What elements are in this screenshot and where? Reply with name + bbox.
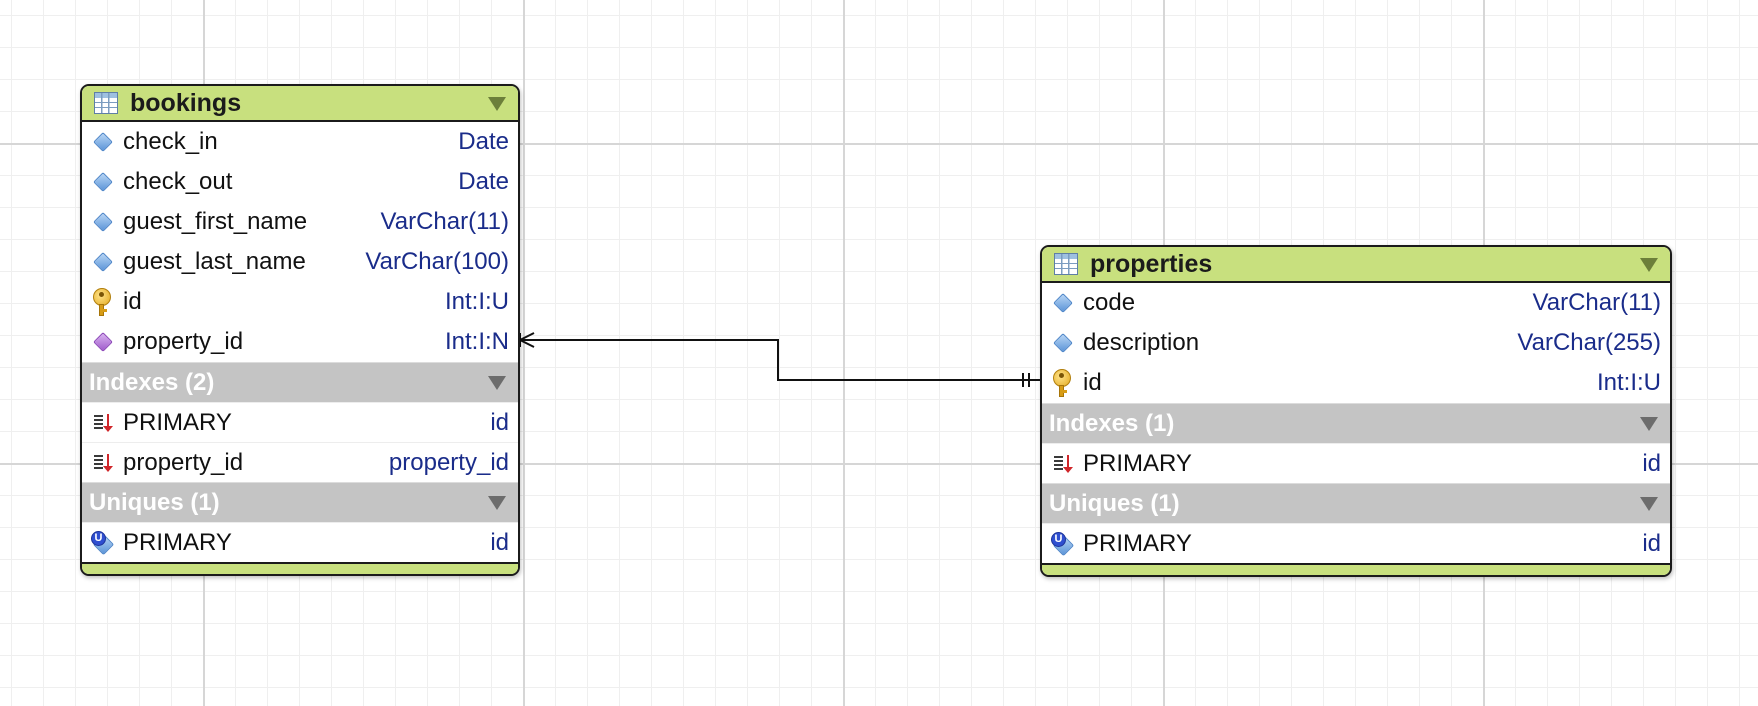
column-name: id [1083, 369, 1102, 396]
collapse-triangle-icon[interactable] [488, 376, 506, 390]
table-properties[interactable]: properties code VarChar(11) description … [1040, 245, 1672, 577]
relationship-line [518, 339, 1040, 381]
column-diamond-icon [1043, 293, 1083, 313]
column-diamond-icon [83, 252, 123, 272]
column-name: id [123, 288, 142, 315]
unique-name: PRIMARY [123, 528, 232, 556]
index-icon [1043, 454, 1083, 474]
uniques-section-header[interactable]: Uniques (1) [82, 482, 518, 522]
column-type: Int:I:U [444, 288, 509, 315]
column-name: code [1083, 289, 1136, 316]
one-mandatory-marker [1022, 373, 1030, 387]
table-footer [82, 562, 518, 574]
index-column: id [490, 408, 509, 436]
table-icon [94, 92, 118, 114]
column-row[interactable]: check_in Date [82, 122, 518, 162]
column-diamond-icon [83, 212, 123, 232]
primary-key-icon [83, 288, 123, 316]
table-title: bookings [130, 88, 242, 117]
index-column: id [1642, 449, 1661, 477]
section-label: Uniques (1) [89, 488, 220, 516]
crows-foot-many-marker [519, 332, 535, 348]
column-row[interactable]: id Int:I:U [1042, 363, 1670, 403]
unique-column: id [490, 528, 509, 556]
indexes-section-header[interactable]: Indexes (2) [82, 362, 518, 402]
table-header[interactable]: bookings [82, 86, 518, 122]
section-label: Indexes (1) [1049, 409, 1175, 437]
collapse-triangle-icon[interactable] [1640, 258, 1658, 272]
section-label: Indexes (2) [89, 368, 215, 396]
index-icon [83, 413, 123, 433]
index-row[interactable]: PRIMARY id [82, 402, 518, 442]
column-type: VarChar(255) [1517, 329, 1661, 356]
column-diamond-icon [83, 172, 123, 192]
unique-icon: U [1043, 531, 1083, 556]
column-row[interactable]: id Int:I:U [82, 282, 518, 322]
unique-icon: U [83, 530, 123, 555]
index-row[interactable]: PRIMARY id [1042, 443, 1670, 483]
column-type: VarChar(11) [380, 208, 509, 235]
index-column: property_id [388, 448, 509, 476]
column-name: description [1083, 329, 1200, 356]
index-row[interactable]: property_id property_id [82, 442, 518, 482]
column-diamond-icon [83, 132, 123, 152]
collapse-triangle-icon[interactable] [488, 97, 506, 111]
index-name: PRIMARY [123, 408, 232, 436]
index-icon [83, 453, 123, 473]
uniques-section-header[interactable]: Uniques (1) [1042, 483, 1670, 523]
index-name: property_id [123, 448, 244, 476]
column-row[interactable]: check_out Date [82, 162, 518, 202]
foreign-key-diamond-icon [83, 332, 123, 352]
column-row[interactable]: property_id Int:I:N [82, 322, 518, 362]
column-type: VarChar(11) [1532, 289, 1661, 316]
unique-row[interactable]: U PRIMARY id [82, 522, 518, 562]
section-label: Uniques (1) [1049, 489, 1180, 517]
table-header[interactable]: properties [1042, 247, 1670, 283]
unique-column: id [1642, 529, 1661, 557]
column-row[interactable]: guest_first_name VarChar(11) [82, 202, 518, 242]
primary-key-icon [1043, 369, 1083, 397]
index-name: PRIMARY [1083, 449, 1192, 477]
table-title: properties [1090, 249, 1213, 278]
column-diamond-icon [1043, 333, 1083, 353]
column-row[interactable]: guest_last_name VarChar(100) [82, 242, 518, 282]
column-name: check_out [123, 168, 233, 195]
column-type: VarChar(100) [365, 248, 509, 275]
column-row[interactable]: description VarChar(255) [1042, 323, 1670, 363]
collapse-triangle-icon[interactable] [488, 496, 506, 510]
column-type: Int:I:N [444, 328, 509, 355]
column-name: check_in [123, 128, 218, 155]
unique-row[interactable]: U PRIMARY id [1042, 523, 1670, 563]
column-name: guest_last_name [123, 248, 306, 275]
table-icon [1054, 253, 1078, 275]
collapse-triangle-icon[interactable] [1640, 497, 1658, 511]
column-name: guest_first_name [123, 208, 308, 235]
column-row[interactable]: code VarChar(11) [1042, 283, 1670, 323]
table-footer [1042, 563, 1670, 575]
table-bookings[interactable]: bookings check_in Date check_out Date gu… [80, 84, 520, 576]
collapse-triangle-icon[interactable] [1640, 417, 1658, 431]
column-name: property_id [123, 328, 244, 355]
unique-name: PRIMARY [1083, 529, 1192, 557]
column-type: Date [458, 128, 509, 155]
indexes-section-header[interactable]: Indexes (1) [1042, 403, 1670, 443]
column-type: Int:I:U [1596, 369, 1661, 396]
column-type: Date [458, 168, 509, 195]
